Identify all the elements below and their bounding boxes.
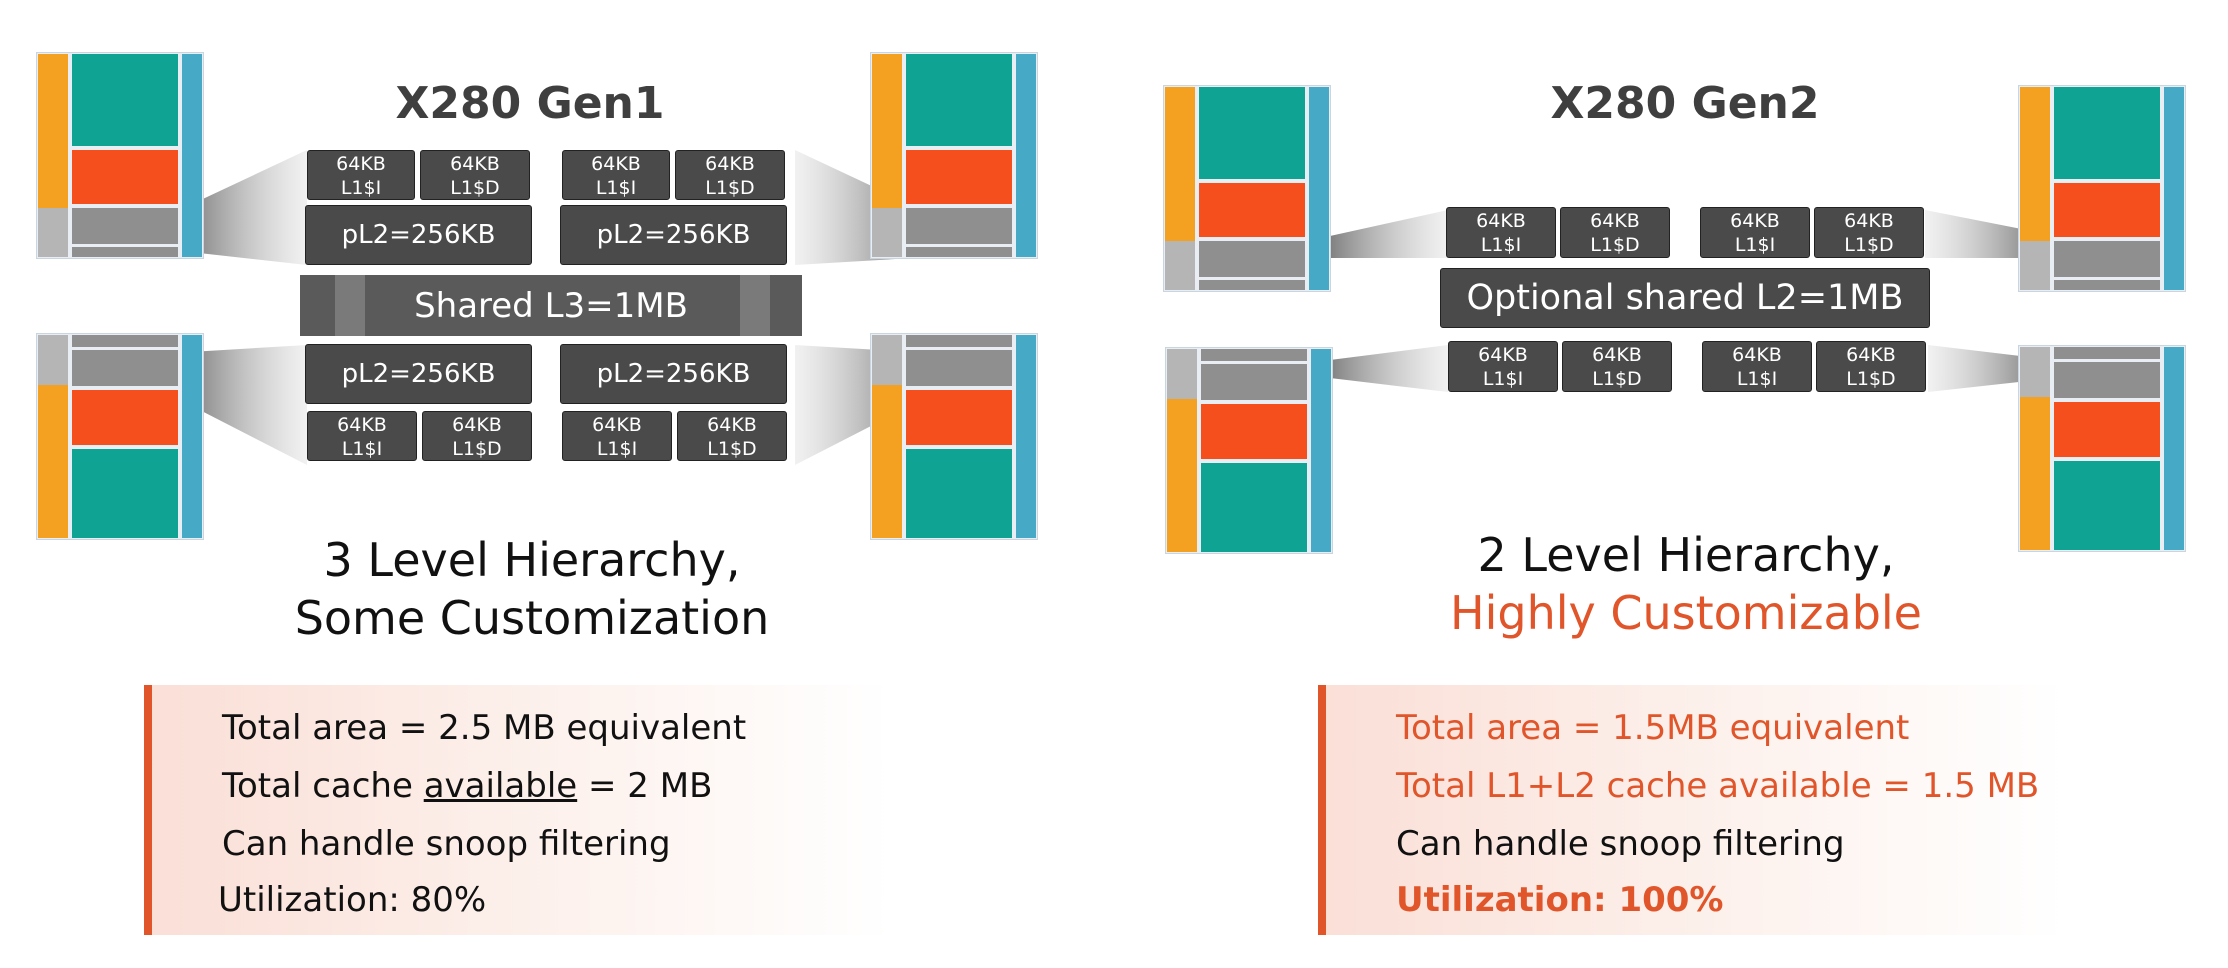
core-svg	[35, 332, 205, 541]
gen2-total-area: Total area = 1.5MB equivalent	[1396, 708, 1910, 748]
teal-block	[906, 54, 1012, 146]
l1-icache-chip: 64KB L1$I	[1700, 207, 1810, 258]
blue-strip	[2164, 87, 2184, 290]
red-block	[1199, 183, 1305, 237]
gen2-total-cache: Total L1+L2 cache available = 1.5 MB	[1396, 766, 2040, 806]
gen1-total-cache-underlined: available	[423, 766, 578, 806]
gray-block	[2054, 241, 2160, 277]
gray-block	[1199, 241, 1305, 277]
core-tile	[1164, 346, 1334, 555]
gray-block	[2054, 362, 2160, 398]
core-svg	[869, 51, 1039, 260]
blue-strip	[1311, 349, 1331, 552]
l1-icache-chip: 64KB L1$I	[1448, 341, 1558, 392]
gen1-title: X280 Gen1	[395, 78, 665, 129]
gray-block	[72, 350, 178, 386]
gen1-total-cache: Total cache available = 2 MB	[222, 766, 712, 806]
l1-dcache-chip: 64KB L1$D	[1560, 207, 1670, 258]
red-block	[72, 150, 178, 204]
gen1-total-cache-prefix: Total cache	[222, 766, 424, 806]
gray-block	[1201, 364, 1307, 400]
l1-dcache-chip: 64KB L1$D	[675, 150, 785, 200]
funnel	[1925, 210, 2037, 258]
blue-strip	[2164, 347, 2184, 550]
core-svg	[35, 51, 205, 260]
gen2-snoop: Can handle snoop filtering	[1396, 824, 1845, 864]
pl2-chip: pL2=256KB	[560, 205, 787, 265]
shared-l3-label: Shared L3=1MB	[414, 285, 688, 326]
l1-icache-chip: 64KB L1$I	[562, 150, 670, 200]
gen1-summary-panel	[144, 685, 892, 935]
core-tile	[35, 51, 205, 260]
blue-strip	[182, 335, 202, 538]
funnel	[1928, 345, 2037, 392]
pl2-chip: pL2=256KB	[560, 344, 787, 404]
core-svg	[1162, 84, 1332, 293]
gen1-subtitle-line1: 3 Level Hierarchy,	[323, 533, 741, 587]
red-block	[72, 390, 178, 445]
gen2-subtitle-line1: 2 Level Hierarchy,	[1477, 528, 1895, 582]
l1-dcache-chip: 64KB L1$D	[422, 411, 532, 461]
l1-dcache-chip: 64KB L1$D	[677, 411, 787, 461]
core-tile	[2017, 344, 2187, 553]
teal-block	[2054, 87, 2160, 179]
red-block	[906, 390, 1012, 445]
teal-block	[1199, 87, 1305, 179]
funnel	[190, 150, 307, 265]
shared-l2-bar: Optional shared L2=1MB	[1440, 268, 1930, 328]
core-tile	[869, 51, 1039, 260]
core-svg	[2017, 344, 2187, 553]
blue-strip	[182, 54, 202, 257]
l1-icache-chip: 64KB L1$I	[1446, 207, 1556, 258]
gen1-snoop: Can handle snoop filtering	[222, 824, 671, 864]
core-tile	[2017, 84, 2187, 293]
gen1-total-cache-suffix: = 2 MB	[577, 766, 713, 806]
gen2-summary-panel	[1318, 685, 2066, 935]
gray-block	[72, 208, 178, 244]
pl2-chip: pL2=256KB	[305, 205, 532, 265]
teal-block	[72, 54, 178, 146]
l1-dcache-chip: 64KB L1$D	[420, 150, 530, 200]
gray-block	[906, 350, 1012, 386]
teal-block	[906, 449, 1012, 538]
l1-icache-chip: 64KB L1$I	[562, 411, 672, 461]
gray-block	[906, 208, 1012, 244]
core-tile	[35, 332, 205, 541]
gen2-utilization: Utilization: 100%	[1396, 880, 1724, 920]
funnel	[190, 345, 307, 465]
l1-icache-chip: 64KB L1$I	[307, 150, 415, 200]
blue-strip	[1016, 335, 1036, 538]
red-block	[2054, 402, 2160, 457]
shared-l3-bar: Shared L3=1MB	[300, 275, 802, 336]
l1-icache-chip: 64KB L1$I	[1702, 341, 1812, 392]
core-tile	[869, 332, 1039, 541]
l1-dcache-chip: 64KB L1$D	[1562, 341, 1672, 392]
core-tile	[1162, 84, 1332, 293]
core-svg	[2017, 84, 2187, 293]
pl2-chip: pL2=256KB	[305, 344, 532, 404]
gen2-title: X280 Gen2	[1550, 78, 1820, 129]
blue-strip	[1016, 54, 1036, 257]
funnel	[1330, 210, 1448, 258]
blue-strip	[1309, 87, 1329, 290]
red-block	[906, 150, 1012, 204]
core-svg	[1164, 346, 1334, 555]
teal-block	[1201, 463, 1307, 552]
teal-block	[2054, 461, 2160, 550]
red-block	[2054, 183, 2160, 237]
l1-dcache-chip: 64KB L1$D	[1816, 341, 1926, 392]
funnel	[1330, 345, 1448, 392]
gen1-utilization: Utilization: 80%	[218, 880, 487, 920]
l1-dcache-chip: 64KB L1$D	[1814, 207, 1924, 258]
gen1-subtitle-line2: Some Customization	[294, 591, 770, 645]
l1-icache-chip: 64KB L1$I	[307, 411, 417, 461]
gen1-total-area: Total area = 2.5 MB equivalent	[222, 708, 747, 748]
gen2-subtitle-line2: Highly Customizable	[1450, 586, 1922, 640]
core-svg	[869, 332, 1039, 541]
teal-block	[72, 449, 178, 538]
red-block	[1201, 404, 1307, 459]
